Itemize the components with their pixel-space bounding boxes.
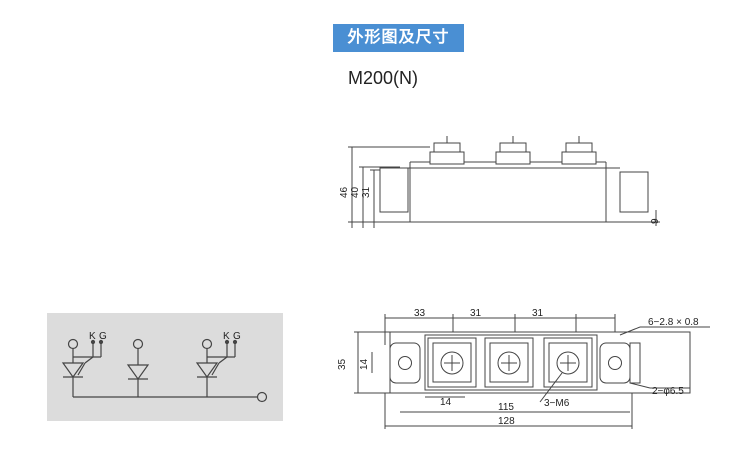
dim-14-bottom: 14	[440, 397, 452, 408]
callout-screw: 3−M6	[544, 398, 570, 409]
dim-115: 115	[498, 402, 514, 413]
top-view-drawing: 33 31 31 35 14 14 115 128 6−2.8 × 0.8 2−…	[337, 308, 710, 429]
terminal-k-1: K	[89, 331, 96, 342]
circuit-schematic: K G K G	[61, 331, 268, 403]
dim-14-left: 14	[359, 358, 370, 370]
schematic-panel: K G K G	[47, 313, 283, 421]
terminal-g-2: G	[233, 331, 241, 342]
dim-9: 9	[650, 218, 661, 224]
dim-128: 128	[498, 416, 515, 427]
dim-33: 33	[414, 308, 426, 319]
dim-46: 46	[339, 186, 350, 198]
dim-31: 31	[361, 186, 372, 198]
dim-40: 40	[350, 186, 361, 198]
model-label: M200(N)	[348, 68, 419, 88]
section-title: 外形图及尺寸	[333, 24, 464, 52]
terminal-k-2: K	[223, 331, 230, 342]
side-view-drawing: 46 40 31 9	[339, 136, 661, 228]
callout-hole: 2−φ6.5	[652, 386, 684, 397]
dim-31-b: 31	[532, 308, 544, 319]
callout-tab: 6−2.8 × 0.8	[648, 317, 699, 328]
dim-35: 35	[337, 358, 348, 370]
terminal-g-1: G	[99, 331, 107, 342]
dim-31-a: 31	[470, 308, 482, 319]
